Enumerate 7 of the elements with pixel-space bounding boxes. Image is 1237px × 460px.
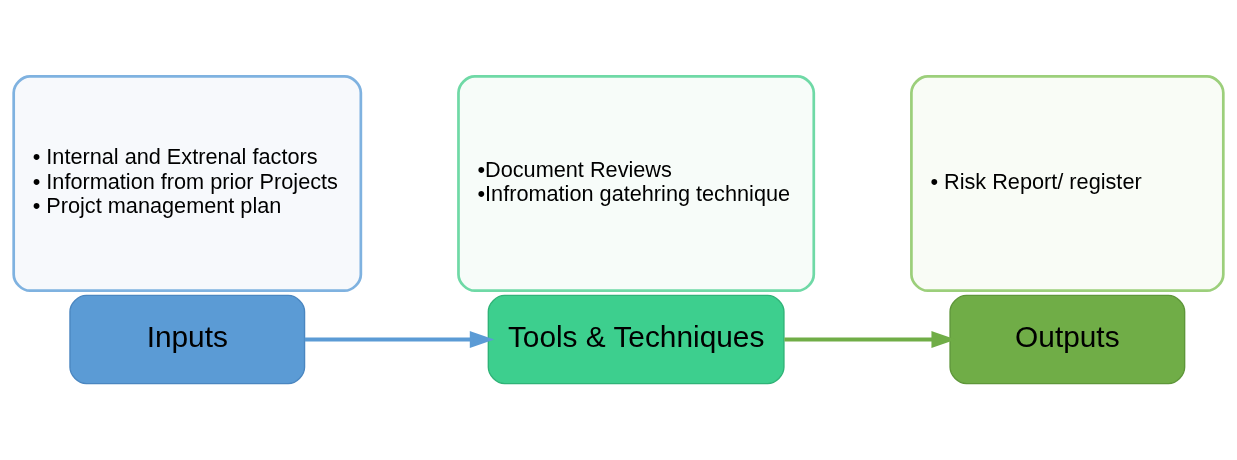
node-box: • Internal and Extrenal factors • Information from prior Projects • Projct management plan [12,75,363,293]
node-box: •Document Reviews •Infromation gatehring technique [457,75,816,293]
node-box: Inputs [69,294,306,385]
arrow [304,330,495,349]
node-box: • Risk Report/ register [910,75,1225,293]
node-box: Outputs [949,294,1186,385]
node-box: Tools & Techniques [487,294,785,385]
